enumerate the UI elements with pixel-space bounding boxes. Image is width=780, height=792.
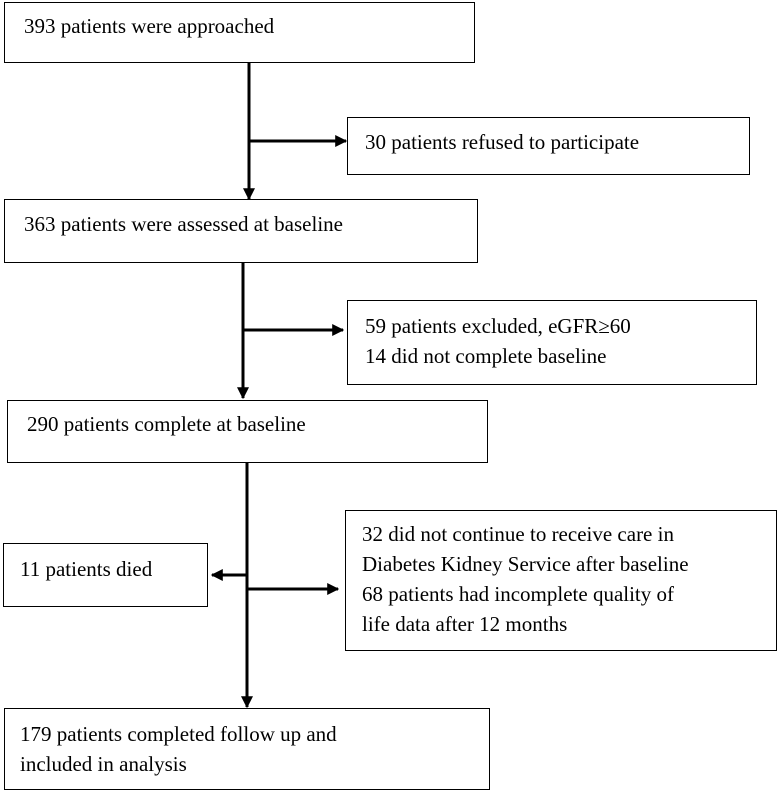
box-analysis: 179 patients completed follow up and inc…	[4, 708, 490, 790]
box-complete-line: 290 patients complete at baseline	[27, 412, 306, 436]
box-died: 11 patients died	[3, 543, 208, 607]
box-excluded-line-1: 59 patients excluded, eGFR≥60	[365, 314, 631, 338]
box-lost-line-1: 32 did not continue to receive care in	[362, 522, 674, 546]
box-lost-line-4: life data after 12 months	[362, 612, 568, 636]
box-refused-line: 30 patients refused to participate	[365, 130, 640, 154]
box-approached-line: 393 patients were approached	[24, 14, 275, 38]
box-analysis-line-2: included in analysis	[20, 752, 187, 776]
box-died-line: 11 patients died	[20, 557, 153, 581]
box-lost-line-3: 68 patients had incomplete quality of	[362, 582, 675, 606]
box-assessed-line: 363 patients were assessed at baseline	[24, 212, 343, 236]
box-complete: 290 patients complete at baseline	[7, 400, 488, 463]
box-excluded-line-2: 14 did not complete baseline	[365, 344, 607, 368]
box-analysis-line-1: 179 patients completed follow up and	[20, 722, 337, 746]
box-lost: 32 did not continue to receive care in D…	[345, 510, 777, 651]
box-assessed: 363 patients were assessed at baseline	[4, 199, 478, 263]
box-lost-line-2: Diabetes Kidney Service after baseline	[362, 552, 689, 576]
box-refused: 30 patients refused to participate	[347, 117, 750, 175]
box-approached: 393 patients were approached	[4, 2, 475, 63]
box-excluded: 59 patients excluded, eGFR≥60 14 did not…	[347, 300, 757, 385]
